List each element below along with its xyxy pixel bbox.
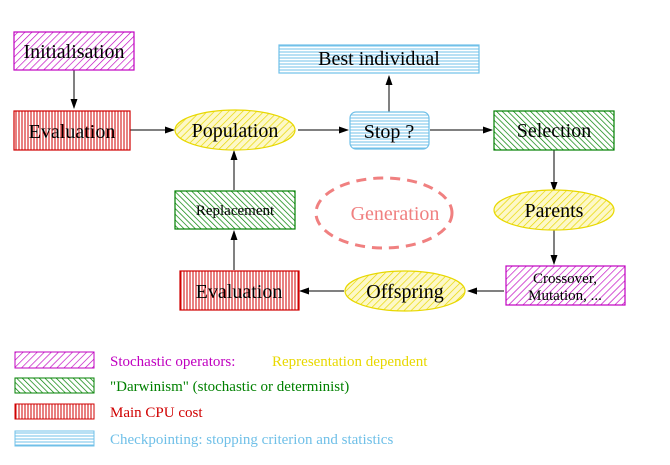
- legend-checkpointing: Checkpointing: stopping criterion and st…: [14, 430, 393, 448]
- svg-text:Best individual: Best individual: [318, 48, 440, 70]
- svg-text:Replacement: Replacement: [196, 203, 275, 219]
- svg-text:Population: Population: [192, 120, 279, 142]
- node-evaluation-bottom: Evaluation: [179, 270, 300, 311]
- node-offspring: Offspring: [344, 270, 466, 312]
- arrows: [70, 70, 558, 295]
- svg-text:Generation: Generation: [351, 203, 440, 225]
- generation-loop: Generation: [314, 176, 454, 250]
- svg-text:Representation dependent: Representation dependent: [272, 354, 428, 370]
- svg-text:Mutation, ...: Mutation, ...: [528, 288, 602, 304]
- svg-text:Evaluation: Evaluation: [196, 281, 283, 303]
- svg-text:Main CPU cost: Main CPU cost: [110, 405, 203, 421]
- legend-cpu: Main CPU cost: [14, 403, 203, 421]
- svg-text:Offspring: Offspring: [366, 281, 443, 303]
- svg-text:Parents: Parents: [525, 200, 584, 222]
- node-crossover-mutation: Crossover, Mutation, ...: [505, 265, 626, 306]
- node-evaluation-top: Evaluation: [13, 110, 131, 151]
- legend-darwinism: "Darwinism" (stochastic or determinist): [14, 377, 349, 395]
- svg-text:Stochastic operators:: Stochastic operators:: [110, 354, 235, 370]
- legend-stochastic: Stochastic operators: Representation dep…: [14, 351, 428, 370]
- node-best-individual: Best individual: [278, 44, 480, 74]
- svg-text:"Darwinism" (stochastic or det: "Darwinism" (stochastic or determinist): [110, 379, 349, 395]
- svg-text:Checkpointing: stopping criter: Checkpointing: stopping criterion and st…: [110, 432, 393, 448]
- node-population: Population: [174, 109, 296, 151]
- node-initialisation: Initialisation: [13, 31, 135, 71]
- node-selection: Selection: [493, 110, 615, 151]
- svg-text:Selection: Selection: [517, 120, 591, 142]
- node-stop: Stop ?: [349, 111, 430, 150]
- node-replacement: Replacement: [174, 190, 296, 230]
- legend: Stochastic operators: Representation dep…: [14, 351, 428, 448]
- node-parents: Parents: [493, 189, 615, 231]
- svg-text:Evaluation: Evaluation: [29, 121, 116, 143]
- svg-text:Initialisation: Initialisation: [23, 41, 124, 63]
- svg-text:Stop ?: Stop ?: [364, 121, 415, 143]
- svg-text:Crossover,: Crossover,: [533, 271, 597, 287]
